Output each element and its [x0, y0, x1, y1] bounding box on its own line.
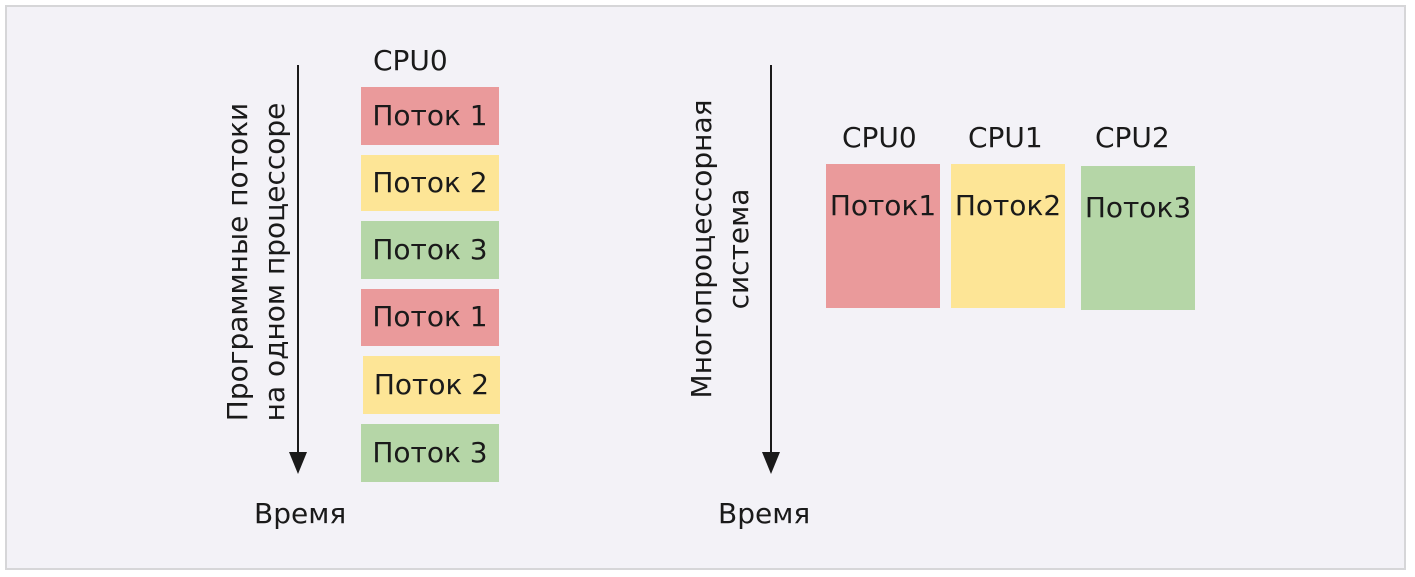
multi-thread-box-line2: 3 — [1173, 191, 1192, 224]
single-time-label: Время — [254, 497, 347, 530]
multi-thread-box-line1: Поток — [1084, 191, 1174, 224]
multi-axis-label: Многопроцессорная система — [683, 100, 757, 399]
single-axis-label-line2: на одном процессоре — [258, 102, 291, 422]
single-thread-box: Поток 1 — [361, 87, 499, 145]
single-time-arrow-head — [289, 452, 307, 474]
single-axis-label: Программные потоки на одном процессоре — [219, 103, 293, 422]
cpu0-label: CPU0 — [842, 121, 917, 154]
cpu1-label: CPU1 — [968, 121, 1043, 154]
cpu2-label: CPU2 — [1095, 121, 1170, 154]
multi-thread-box: Поток 2 — [951, 164, 1065, 308]
single-thread-box: Поток 2 — [361, 155, 499, 211]
multi-thread-box-line1: Поток — [829, 189, 919, 222]
single-thread-box: Поток 2 — [363, 356, 500, 414]
single-time-arrow-line — [297, 65, 299, 457]
multi-time-label: Время — [718, 497, 811, 530]
multi-axis-label-line1: Многопроцессорная — [685, 99, 718, 399]
multi-thread-box-line1: Поток — [954, 189, 1044, 222]
single-thread-box: Поток 3 — [361, 424, 499, 482]
multi-time-arrow-line — [770, 65, 772, 457]
multi-time-arrow-head — [762, 452, 780, 474]
multi-axis-label-line2: система — [722, 188, 755, 310]
multi-thread-box: Поток 1 — [826, 164, 940, 308]
multi-thread-box-line2: 2 — [1043, 189, 1062, 222]
single-cpu-label: CPU0 — [373, 44, 448, 77]
single-thread-box: Поток 3 — [361, 221, 499, 279]
single-axis-label-line1: Программные потоки — [221, 102, 254, 422]
multi-thread-box-line2: 1 — [918, 189, 937, 222]
multi-thread-box: Поток 3 — [1081, 166, 1195, 310]
single-thread-box: Поток 1 — [361, 289, 499, 346]
